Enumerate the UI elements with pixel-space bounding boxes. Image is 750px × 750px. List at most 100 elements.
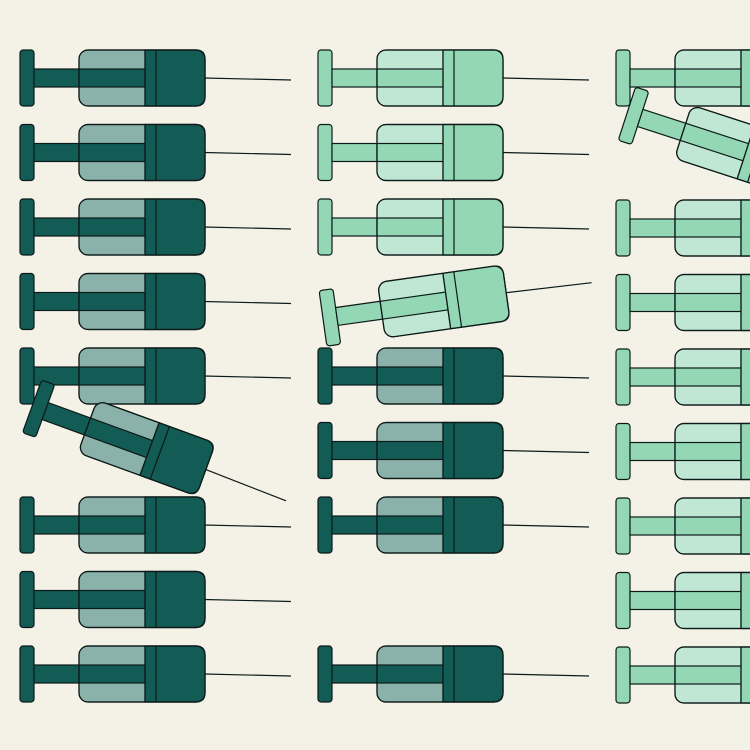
seal-line	[149, 426, 170, 480]
syringe-icon	[618, 87, 750, 196]
syringe-icon	[317, 123, 590, 182]
plunger-rod-inner	[376, 366, 446, 386]
barrel-outline	[376, 421, 504, 480]
plunger-cap	[615, 49, 631, 107]
liquid	[740, 571, 750, 630]
plunger-rod-inner	[78, 366, 148, 386]
liquid	[740, 199, 750, 257]
plunger-rod-inner	[78, 142, 148, 163]
needle	[204, 468, 287, 502]
plunger-rod-inner	[674, 516, 744, 536]
seal-line	[736, 125, 750, 180]
syringe-icon	[615, 49, 750, 107]
liquid	[144, 347, 206, 405]
barrel-outline	[674, 348, 750, 406]
plunger-rod-inner	[376, 142, 446, 163]
needle	[203, 151, 292, 156]
plunger-cap	[317, 421, 333, 480]
plunger-rod-inner	[78, 68, 148, 88]
seal-line	[442, 273, 452, 329]
syringe-icon	[615, 273, 750, 332]
barrel-outline	[674, 49, 750, 107]
plunger-cap	[615, 273, 631, 332]
syringe-icon	[317, 421, 590, 480]
plunger-rod-inner	[674, 367, 744, 387]
syringe-icon	[19, 496, 292, 554]
syringe-grid	[19, 49, 750, 704]
plunger-rod-inner	[78, 291, 148, 312]
barrel-outline	[78, 198, 206, 256]
barrel-outline	[78, 272, 206, 331]
liquid	[442, 49, 504, 107]
needle	[203, 673, 292, 677]
plunger-rod-inner	[674, 218, 744, 238]
barrel-outline	[376, 123, 504, 182]
needle	[203, 77, 292, 81]
barrel-outline	[78, 49, 206, 107]
plunger-cap	[19, 272, 35, 331]
plunger-cap	[19, 347, 35, 405]
liquid	[144, 198, 206, 256]
needle	[501, 449, 590, 454]
plunger-cap	[615, 571, 631, 630]
liquid	[442, 496, 504, 554]
syringe-icon	[22, 380, 287, 502]
barrel-outline	[376, 645, 504, 703]
plunger-cap	[317, 123, 333, 182]
barrel-outline	[676, 106, 750, 196]
liquid	[740, 497, 750, 555]
liquid	[144, 123, 206, 182]
plunger-rod-inner	[674, 441, 744, 462]
plunger-cap	[317, 496, 333, 554]
seal-line	[139, 422, 160, 476]
needle	[203, 226, 292, 230]
plunger-cap	[19, 645, 35, 703]
syringe-icon	[19, 49, 292, 107]
liquid	[144, 272, 206, 331]
barrel-outline	[674, 497, 750, 555]
syringe-icon	[615, 497, 750, 555]
plunger-rod-inner	[78, 217, 148, 237]
liquid	[740, 422, 750, 481]
needle	[203, 524, 292, 528]
barrel-outline	[674, 571, 750, 630]
syringe-icon	[317, 496, 590, 554]
syringe-icon	[317, 198, 590, 256]
barrel-outline	[674, 422, 750, 481]
plunger-cap	[19, 496, 35, 554]
plunger-cap	[615, 199, 631, 257]
syringe-icon	[615, 422, 750, 481]
plunger-cap	[19, 49, 35, 107]
barrel-outline	[376, 347, 504, 405]
liquid	[144, 49, 206, 107]
plunger-rod-inner	[78, 664, 148, 684]
liquid	[442, 265, 510, 330]
needle	[505, 282, 592, 294]
plunger-cap	[317, 198, 333, 256]
barrel-outline	[378, 265, 510, 338]
needle	[203, 375, 292, 379]
syringe-icon	[19, 198, 292, 256]
plunger-cap	[19, 198, 35, 256]
barrel-outline	[376, 198, 504, 256]
barrel-outline	[674, 646, 750, 704]
barrel-outline	[78, 123, 206, 182]
needle	[501, 77, 590, 81]
plunger-rod-inner	[376, 664, 446, 684]
liquid	[740, 49, 750, 107]
needle	[203, 598, 292, 603]
needle	[501, 375, 590, 379]
plunger-rod-inner	[674, 590, 744, 611]
barrel-outline	[376, 49, 504, 107]
barrel-outline	[79, 402, 214, 494]
plunger-rod-inner	[376, 68, 446, 88]
barrel-outline	[674, 199, 750, 257]
plunger-rod-inner	[78, 515, 148, 535]
plunger-cap	[317, 645, 333, 703]
syringe-icon	[318, 265, 592, 347]
needle	[501, 226, 590, 230]
barrel-outline	[78, 570, 206, 629]
syringe-icon	[615, 646, 750, 704]
syringe-icon	[317, 49, 590, 107]
